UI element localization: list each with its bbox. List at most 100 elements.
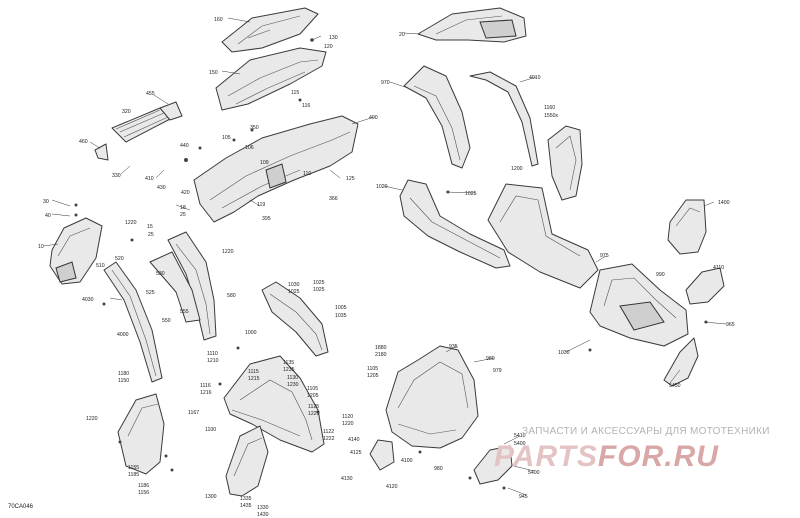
callout-525: 525 [146,290,155,296]
callout-1330: 1330 [257,505,269,511]
callout-30: 30 [43,199,49,205]
callout-125: 125 [346,176,355,182]
callout-970: 970 [381,80,390,86]
callout-1150: 1150 [118,378,129,384]
callout-1216: 1216 [200,390,212,396]
callout-1220: 1220 [86,416,98,422]
callout-975: 975 [600,253,609,259]
callout-4120: 4120 [386,484,398,490]
callout-106: 106 [245,145,254,151]
callout-1115: 1115 [248,369,259,375]
callout-1220: 1220 [222,249,234,255]
callout-980: 980 [486,356,495,362]
callout-1030: 1030 [288,282,300,288]
callout-350: 350 [250,125,259,131]
callout-1035: 1035 [335,313,347,319]
part-right-floor-1200 [487,183,599,289]
callout-1025: 1025 [313,287,325,293]
callout-115: 115 [291,90,299,96]
callout-1160: 1160 [544,105,555,111]
callout-120: 120 [324,44,333,50]
callout-4110: 4110 [713,265,724,271]
callout-1225: 1225 [308,411,320,417]
callout-105: 105 [222,135,231,141]
callout-1105: 1105 [367,366,378,372]
part-rear-tub-990 [589,263,689,347]
callout-510: 510 [96,263,105,269]
part-left-floor-1100 [223,355,325,453]
callout-5400: 5400 [528,470,540,476]
diagram-reference-code: 70CA046 [8,504,34,510]
callout-1156: 1156 [138,490,149,496]
callout-18: 18 [180,205,186,211]
callout-1110: 1110 [207,351,218,357]
callout-1215: 1215 [248,376,260,382]
watermark-text: ЗАПЧАСТИ И АКСЕССУАРЫ ДЛЯ МОТОТЕХНИКИ [522,426,770,437]
callout-945: 945 [519,494,528,500]
callout-130: 130 [329,35,338,41]
part-right-rocker-1020 [399,179,511,269]
callout-1122: 1122 [323,429,334,435]
callout-990: 990 [656,272,665,278]
callout-1025: 1025 [313,280,325,286]
callout-1205: 1205 [367,373,379,379]
callout-550: 550 [162,318,171,324]
callout-395: 395 [262,216,271,222]
part-mudflap-5400 [473,445,513,485]
callout-1335: 1335 [240,496,252,502]
watermark-logo: PARTSFOR.RU [494,440,719,474]
callout-25: 25 [180,212,186,218]
callout-1130: 1130 [287,375,298,381]
callout-40: 40 [45,213,51,219]
callout-1125: 1125 [308,404,319,410]
part-rear-panel-1160 [547,125,583,201]
part-left-pillar [103,261,163,383]
callout-1030: 1030 [558,350,570,356]
callout-5410: 5410 [514,433,526,439]
callout-1185: 1185 [128,472,139,478]
callout-979: 979 [493,368,502,374]
callout-420: 420 [181,190,190,196]
callout-110: 110 [303,171,311,177]
callout-1210: 1210 [207,358,219,364]
part-right-top-panel [417,7,527,43]
callout-1435: 1435 [240,503,252,509]
part-roll-tube-4010 [469,71,539,167]
callout-1100: 1100 [205,427,216,433]
part-console-trim-1000 [261,281,329,357]
watermark-logo-main: PARTS [494,440,598,473]
callout-965: 965 [726,322,735,328]
callout-430: 430 [157,185,166,191]
callout-1025: 1025 [465,191,477,197]
callout-4030: 4030 [82,297,94,303]
callout-366: 366 [329,196,338,202]
callout-116: 116 [302,103,310,109]
part-small-cover-460 [94,143,109,161]
fastener-screws [74,38,708,490]
part-left-side-panel [49,217,103,285]
leader-lines [43,17,727,496]
callout-520: 520 [115,256,124,262]
callout-935: 935 [449,344,458,350]
callout-1550x: 1550x [544,113,559,119]
watermark-logo-accent: FOR.RU [597,440,719,473]
callout-1155: 1155 [128,465,139,471]
callout-1005: 1005 [335,305,347,311]
callout-5400: 5400 [514,441,526,447]
callout-440: 440 [180,143,189,149]
part-bracket-4110 [685,267,725,305]
callout-580: 580 [227,293,236,299]
callout-4130: 4130 [341,476,353,482]
callout-1235: 1235 [283,367,295,373]
callout-1430: 1430 [257,512,269,518]
callout-20: 20 [399,32,405,38]
callout-1000: 1000 [245,330,257,336]
callout-1135: 1135 [283,360,294,366]
part-main-dashboard [193,115,359,223]
callout-1222: 1222 [323,436,335,442]
callout-150: 150 [209,70,218,76]
callout-1180: 1180 [118,371,129,377]
callout-320: 320 [122,109,131,115]
